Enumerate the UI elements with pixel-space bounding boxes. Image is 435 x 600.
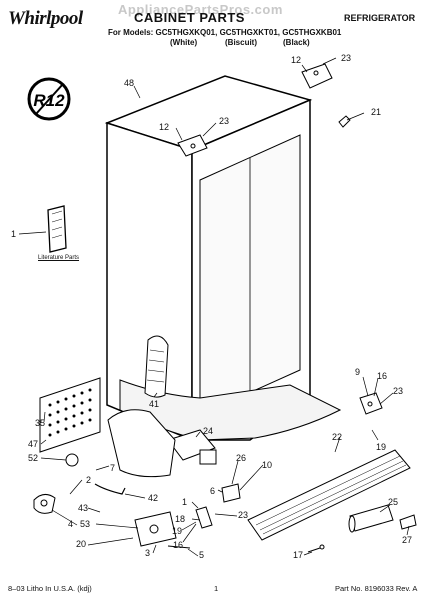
callout-label: 7	[110, 463, 116, 473]
compressor-bracket	[167, 429, 217, 465]
callout-label: 23	[393, 386, 404, 396]
category-label: REFRIGERATOR	[344, 13, 416, 23]
machine-base	[107, 409, 176, 478]
callout-label: 52	[28, 453, 39, 463]
water-filter-cartridge	[348, 504, 394, 533]
footer-page-number: 1	[214, 584, 219, 593]
footer-print-info: 8–03 Litho In U.S.A. (kdj)	[8, 584, 92, 593]
hinge-bracket-lower	[195, 506, 213, 529]
callout-label: 16	[173, 540, 184, 550]
literature-booklet	[47, 205, 67, 253]
callout-label: 17	[293, 550, 304, 560]
callout-label: 2	[86, 475, 92, 485]
literature-label: Literature Parts	[38, 255, 80, 261]
callout-label: 22	[332, 432, 343, 442]
leveling-foot-left	[33, 453, 79, 514]
callout-label: 35	[35, 418, 46, 428]
footer-part-number: Part No. 8196033 Rev. A	[335, 584, 418, 593]
filter-cap	[399, 514, 417, 530]
callout-label: 6	[210, 486, 216, 496]
callout-label: 24	[203, 426, 214, 436]
callout-label: 27	[402, 535, 413, 545]
roller-assembly	[134, 511, 177, 547]
callout-label: 12	[159, 122, 170, 132]
callout-label: 43	[78, 503, 89, 513]
whirlpool-logo: Whirlpool	[8, 8, 83, 29]
hinge-top-right	[301, 63, 333, 89]
callout-label: 20	[76, 539, 87, 549]
callout-label: 1	[182, 497, 188, 507]
callout-label: 26	[236, 453, 247, 463]
callout-label: 10	[262, 460, 273, 470]
watermark: AppliancePartsPros.com	[118, 2, 283, 17]
drain-hose	[144, 335, 169, 398]
drain-tube	[94, 483, 126, 495]
callout-label: 19	[376, 442, 387, 452]
leader-lines	[18, 57, 410, 557]
cabinet-shell	[104, 75, 342, 442]
callout-label: 23	[219, 116, 230, 126]
callout-label: 18	[175, 514, 186, 524]
callout-label: 25	[388, 497, 399, 507]
callout-label: 19	[172, 526, 183, 536]
screw-5	[167, 545, 191, 549]
callout-label: 23	[238, 510, 249, 520]
callout-label: 48	[124, 78, 135, 88]
callout-label: 42	[148, 493, 159, 503]
clip-part	[338, 115, 351, 128]
callout-label: 4	[68, 519, 74, 529]
access-panel	[39, 377, 101, 453]
callout-label: 9	[355, 367, 361, 377]
callout-label: 5	[199, 550, 205, 560]
r12-badge: R12	[27, 77, 71, 121]
toe-grille	[247, 449, 411, 541]
callout-label: 1	[11, 229, 17, 239]
callout-label: 53	[80, 519, 91, 529]
callout-label: 23	[341, 53, 352, 63]
callout-label: 47	[28, 439, 39, 449]
page-title: CABINET PARTS	[134, 10, 245, 25]
grille-bracket	[221, 483, 241, 503]
color-white-label: (White)	[170, 38, 198, 47]
models-line: For Models: GC5THGXKQ01, GC5THGXKT01, GC…	[108, 28, 342, 37]
color-biscuit-label: (Biscuit)	[225, 38, 257, 47]
callout-label: 12	[291, 55, 302, 65]
hinge-top-middle	[177, 134, 208, 157]
callout-label: 21	[371, 107, 382, 117]
callout-label: 3	[145, 548, 151, 558]
color-black-label: (Black)	[283, 38, 310, 47]
callout-label: 41	[149, 399, 160, 409]
hinge-bottom-right	[359, 392, 383, 415]
screw-17	[307, 544, 325, 553]
callout-label: 16	[377, 371, 388, 381]
